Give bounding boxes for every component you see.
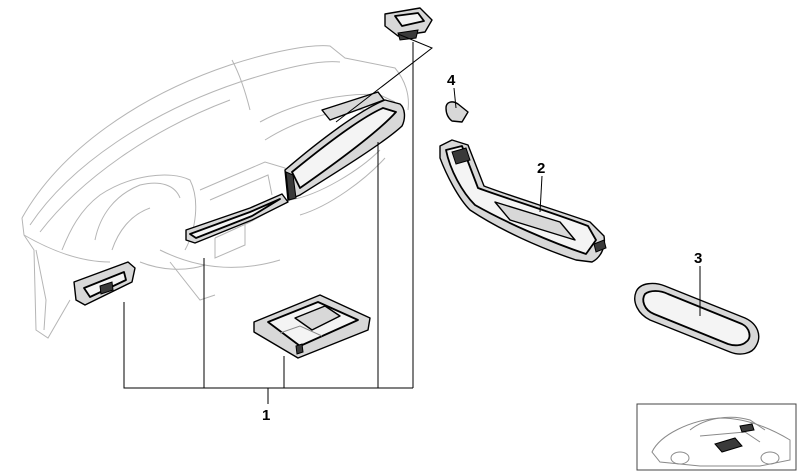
callout-1: 1: [262, 407, 270, 424]
callout-4: 4: [447, 72, 456, 89]
callout-3: 3: [694, 250, 702, 267]
callout-2: 2: [537, 160, 545, 177]
leader-lines: [123, 33, 701, 404]
car-thumbnail-icon: [636, 403, 797, 471]
part-4-cap: [445, 101, 469, 123]
part-2-handle-trim: [439, 139, 607, 263]
part-1-trim-set: [73, 91, 406, 359]
clip-part-top: [384, 7, 433, 41]
part-3-armrest: [634, 282, 760, 355]
